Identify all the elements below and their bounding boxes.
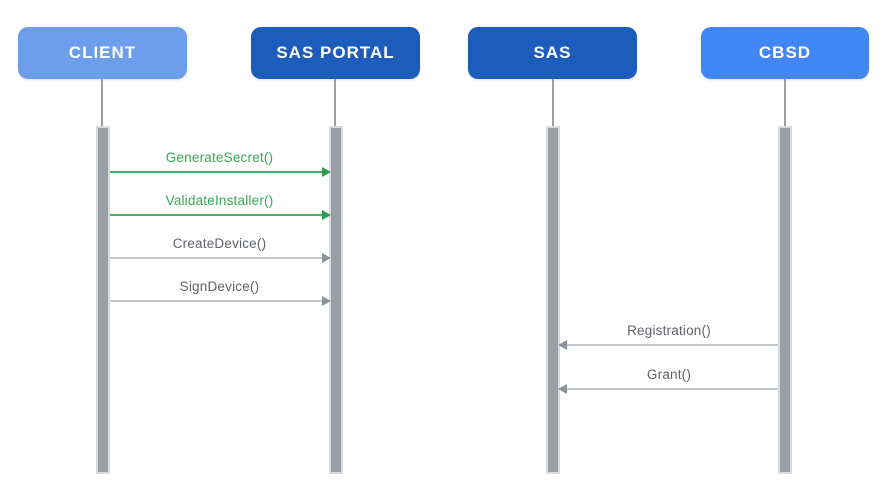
- arrowhead-left-icon: [558, 384, 567, 394]
- message-label: Grant(): [646, 367, 692, 382]
- message-arrow-line: [560, 388, 778, 390]
- actor-box-sas-portal: SAS PORTAL: [251, 27, 420, 79]
- lifeline-sas-portal: [334, 79, 336, 126]
- arrowhead-left-icon: [558, 340, 567, 350]
- message-label: CreateDevice(): [172, 236, 267, 251]
- message-arrow-line: [110, 171, 329, 173]
- arrowhead-right-icon: [322, 296, 331, 306]
- lifeline-cbsd: [784, 79, 786, 126]
- actor-box-sas: SAS: [468, 27, 637, 79]
- message-registration: Registration(): [558, 316, 778, 350]
- activation-bar-sas: [546, 126, 560, 474]
- message-sign-device: SignDevice(): [110, 272, 331, 306]
- message-grant: Grant(): [558, 360, 778, 394]
- actor-box-cbsd: CBSD: [701, 27, 869, 79]
- activation-bar-sas-portal: [329, 126, 343, 474]
- arrowhead-right-icon: [322, 210, 331, 220]
- activation-bar-cbsd: [778, 126, 792, 474]
- activation-bar-client: [96, 126, 110, 474]
- lifeline-sas: [552, 79, 554, 126]
- message-arrow-line: [110, 214, 329, 216]
- lifeline-client: [101, 79, 103, 126]
- message-label: GenerateSecret(): [165, 150, 274, 165]
- message-label: Registration(): [627, 323, 711, 338]
- message-create-device: CreateDevice(): [110, 229, 331, 263]
- arrowhead-right-icon: [322, 253, 331, 263]
- arrowhead-right-icon: [322, 167, 331, 177]
- message-arrow-line: [560, 344, 778, 346]
- message-validate-installer: ValidateInstaller(): [110, 186, 331, 220]
- message-label: ValidateInstaller(): [165, 193, 274, 208]
- message-generate-secret: GenerateSecret(): [110, 143, 331, 177]
- message-arrow-line: [110, 257, 329, 259]
- message-arrow-line: [110, 300, 329, 302]
- actor-box-client: CLIENT: [18, 27, 187, 79]
- message-label: SignDevice(): [179, 279, 260, 294]
